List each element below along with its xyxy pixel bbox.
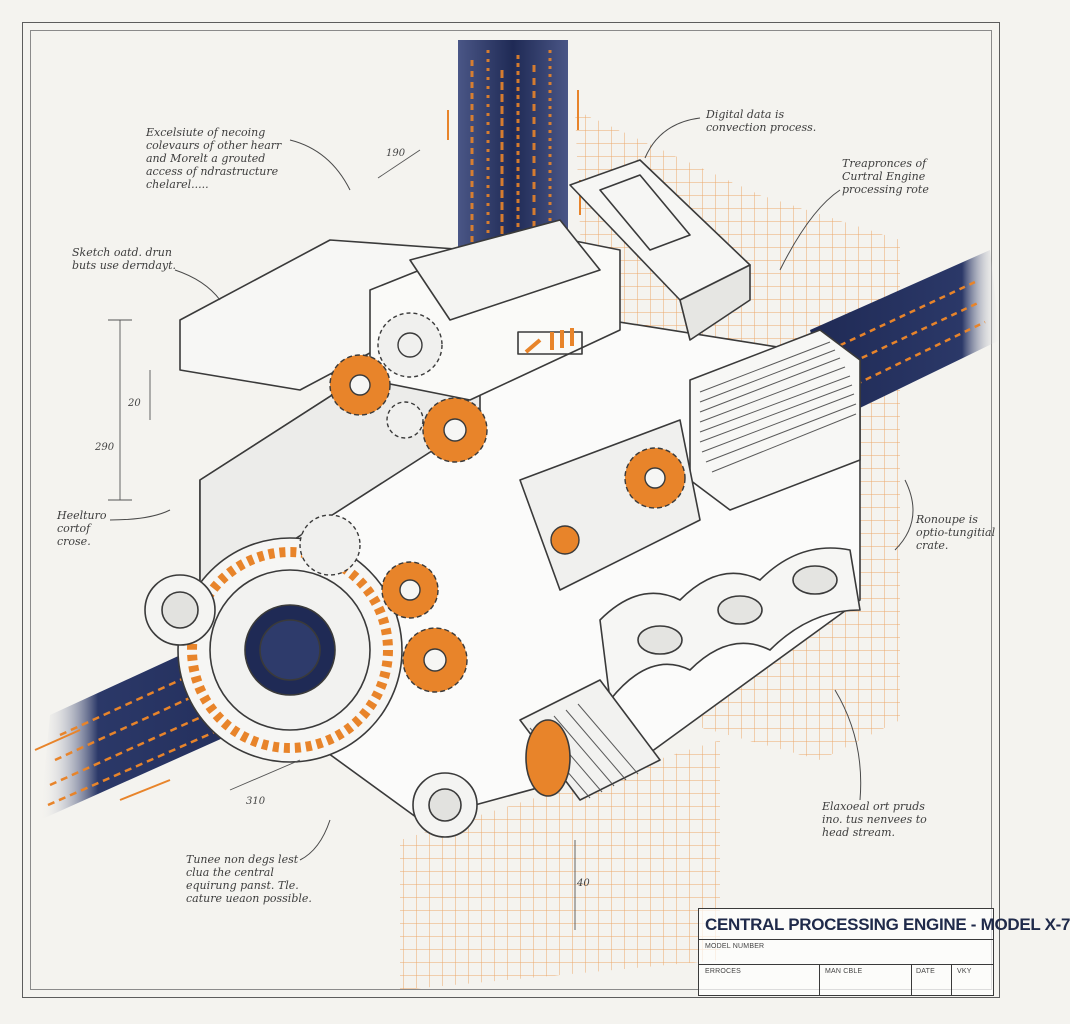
drawing-title: CENTRAL PROCESSING ENGINE - MODEL X-7: [705, 915, 1070, 934]
annotation-left-middle: Heelturo cortof crose.: [57, 509, 107, 548]
engine-illustration: [34, 40, 1000, 990]
field-man-cble: MAN CBLE: [825, 968, 863, 975]
dimension-label-40: 40: [577, 878, 590, 889]
field-model-number: MODEL NUMBER: [705, 943, 765, 950]
field-sep-1: [819, 964, 820, 996]
field-erroces: ERROCES: [705, 968, 742, 975]
leader-lines: [109, 117, 914, 861]
annotation-digital-data: Digital data is convection process.: [706, 108, 817, 134]
annotation-bottom-left: Tunee non degs lest clua the central equ…: [186, 853, 312, 905]
dimension-label-20: 20: [128, 398, 141, 409]
field-sep-2: [911, 964, 912, 996]
small-pulley-bottom: [412, 772, 478, 838]
dimension-label-310: 310: [246, 796, 266, 807]
field-date: DATE: [916, 968, 935, 975]
dimension-label-190: 190: [386, 148, 406, 159]
outer-border: [22, 22, 1000, 998]
gear-icon: [329, 354, 686, 693]
main-pulley: [177, 537, 403, 763]
dimension-label-290: 290: [95, 442, 115, 453]
grid-lower: [400, 740, 720, 990]
field-sep-3: [951, 964, 952, 996]
annotation-top-left: Excelsiute of necoing colevaurs of other…: [146, 126, 282, 191]
title-divider: [699, 939, 993, 940]
annotation-engine-rate: Treapronces of Curtral Engine processing…: [842, 157, 929, 196]
small-pulley-left: [144, 574, 216, 646]
field-divider: [699, 964, 993, 965]
inner-border: [30, 30, 992, 990]
field-vky: VKY: [957, 968, 972, 975]
blueprint-sheet: Excelsiute of necoing colevaurs of other…: [22, 22, 1070, 998]
annotation-sketch: Sketch oatd. drun buts use derndayt.: [72, 246, 177, 272]
annotation-right-middle: Ronoupe is optio-tungitial crate.: [916, 513, 996, 552]
dimension-lines: [108, 149, 576, 930]
title-block: CENTRAL PROCESSING ENGINE - MODEL X-7 MO…: [698, 908, 1070, 996]
annotation-bottom-right: Elaxoeal ort pruds ino. tus nenvees to h…: [822, 800, 927, 839]
gear-gray: [299, 312, 443, 576]
